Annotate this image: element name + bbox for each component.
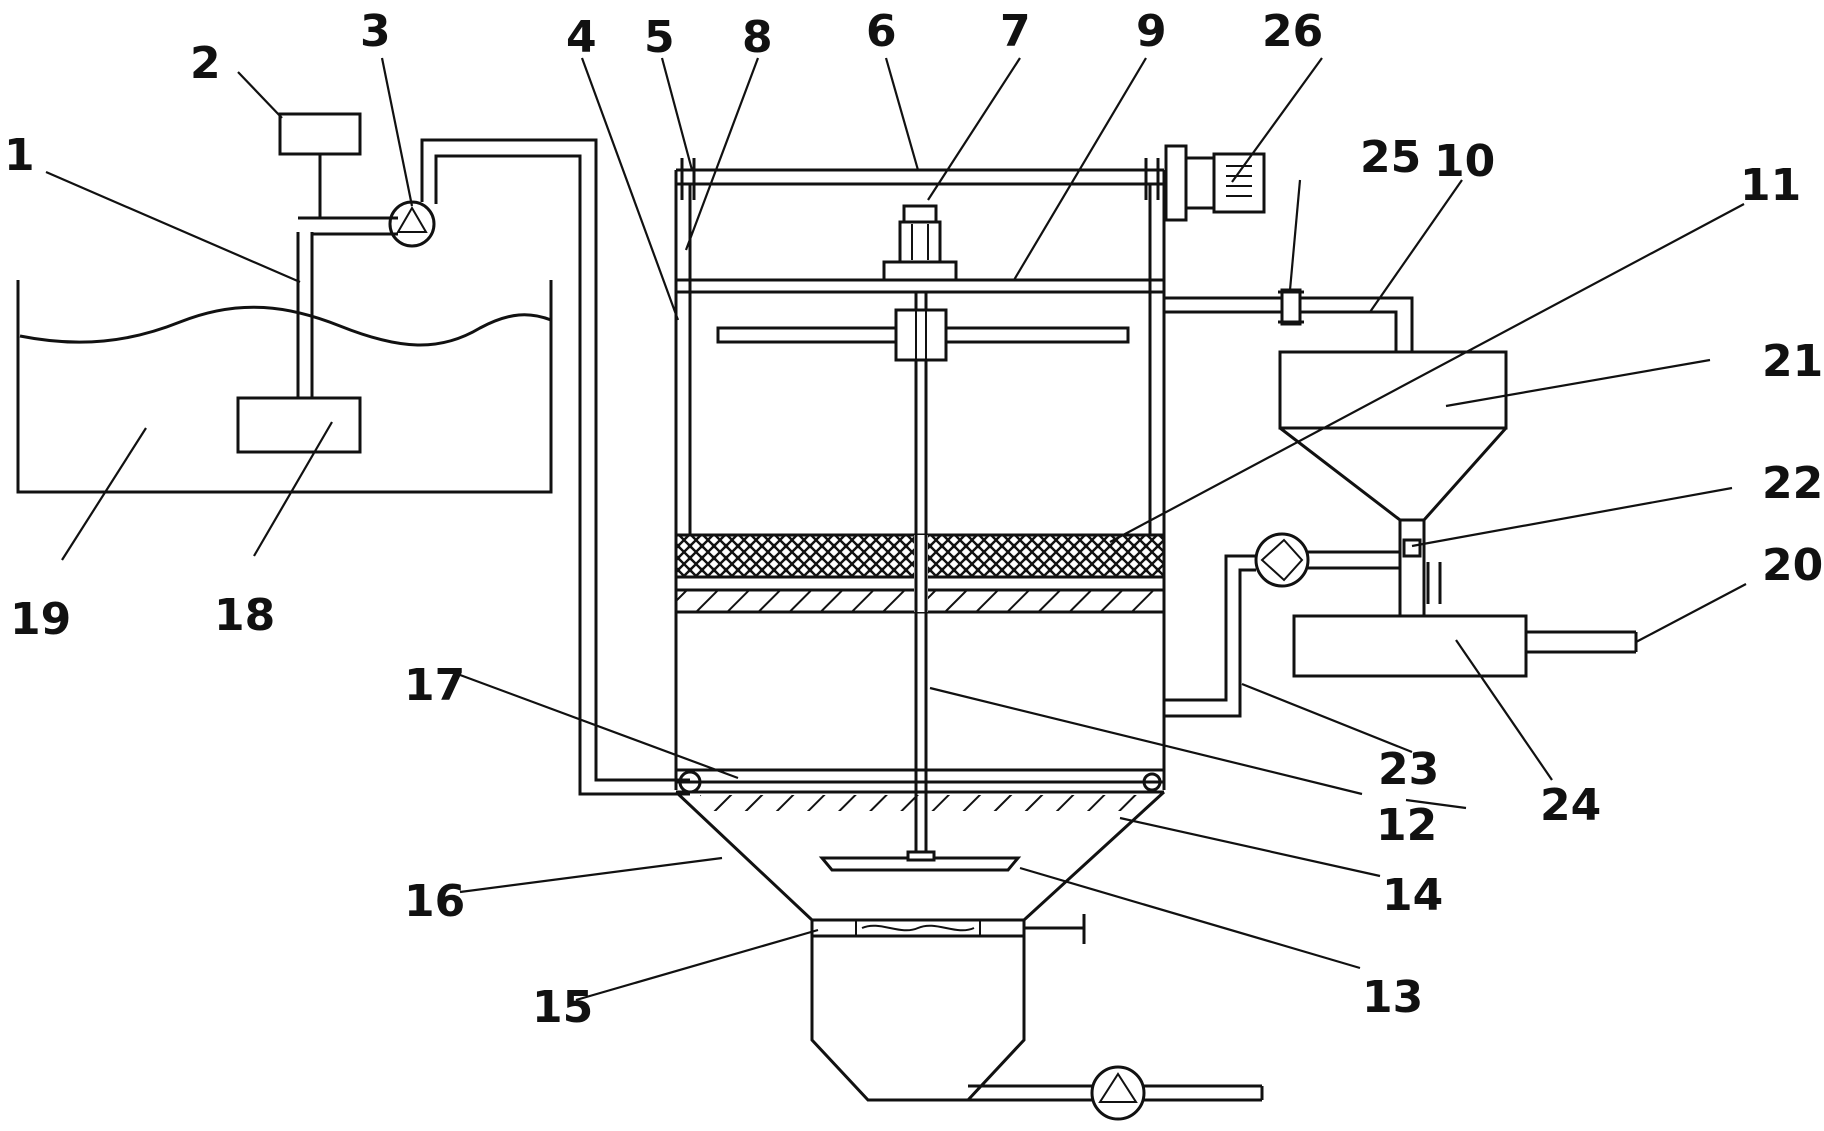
part-labels: 1 2 3 4 5 6 7 8 9 10 11 12 13 14 15 16 1… xyxy=(4,6,1823,1033)
scraper-blade xyxy=(818,856,1022,872)
pump-22 xyxy=(1254,532,1400,588)
cross-plate xyxy=(676,278,1164,294)
label-18: 18 xyxy=(214,590,275,641)
treatment-unit xyxy=(1292,614,1528,678)
settling-hopper xyxy=(1278,350,1508,522)
label-20: 20 xyxy=(1762,540,1823,591)
label-26: 26 xyxy=(1262,6,1323,57)
water-tank xyxy=(16,280,553,494)
cone-hopper xyxy=(674,790,814,922)
leader-lines xyxy=(45,57,1747,1002)
flow-meter xyxy=(1278,288,1304,326)
discharge-pipe xyxy=(968,1065,1264,1121)
label-4: 4 xyxy=(566,12,597,63)
stirring-motor xyxy=(882,204,958,282)
feed-pipe xyxy=(420,138,690,796)
outlet-pipe xyxy=(1164,296,1414,352)
label-21: 21 xyxy=(1762,336,1823,387)
label-1: 1 xyxy=(4,130,35,181)
label-2: 2 xyxy=(190,38,221,89)
cone-hopper xyxy=(1022,790,1166,922)
label-8: 8 xyxy=(742,12,773,63)
label-22: 22 xyxy=(1762,458,1823,509)
scraper-hub xyxy=(906,850,936,862)
label-15: 15 xyxy=(532,982,593,1033)
label-13: 13 xyxy=(1362,972,1423,1023)
label-19: 19 xyxy=(10,594,71,645)
label-25: 25 xyxy=(1360,132,1421,183)
reactor-body xyxy=(674,170,1166,790)
outlet-pipe-20 xyxy=(1526,630,1638,654)
label-6: 6 xyxy=(866,6,897,57)
return-pipe xyxy=(1164,554,1256,718)
submersible-pump xyxy=(236,396,362,454)
label-16: 16 xyxy=(404,876,465,927)
aeration-pipe xyxy=(676,768,1164,794)
label-10: 10 xyxy=(1434,136,1495,187)
label-14: 14 xyxy=(1382,870,1443,921)
motor-26 xyxy=(1164,144,1266,222)
label-24: 24 xyxy=(1540,780,1601,831)
top-shaft xyxy=(676,158,1164,200)
agitator-paddle xyxy=(716,308,1130,362)
controller-box xyxy=(278,112,362,156)
label-5: 5 xyxy=(644,12,675,63)
label-3: 3 xyxy=(360,6,391,57)
valve-15 xyxy=(810,914,1086,944)
label-23: 23 xyxy=(1378,744,1439,795)
riser-pipe xyxy=(296,216,398,398)
label-17: 17 xyxy=(404,660,465,711)
aerator-brushes xyxy=(700,795,1140,811)
label-11: 11 xyxy=(1740,160,1801,211)
pump-3 xyxy=(388,200,436,248)
label-12: 12 xyxy=(1376,800,1437,851)
label-9: 9 xyxy=(1136,6,1167,57)
label-7: 7 xyxy=(1000,6,1031,57)
sludge-collector xyxy=(810,936,1026,1102)
hopper-outlet-pipe xyxy=(1398,520,1442,616)
